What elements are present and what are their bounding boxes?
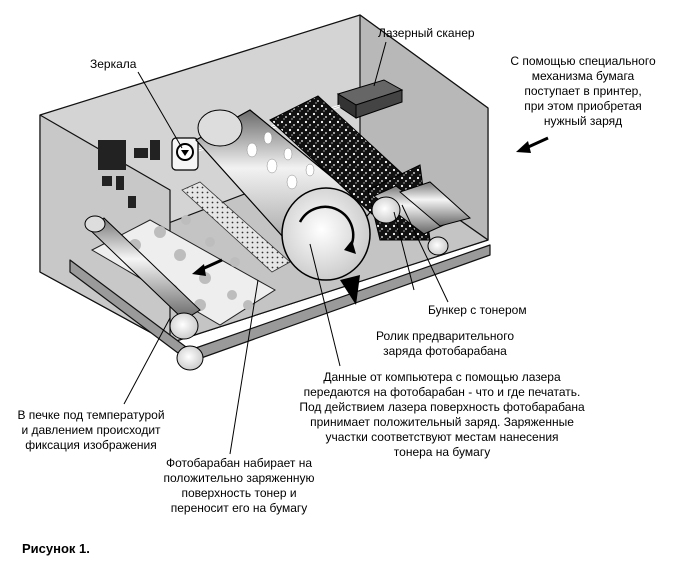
mirror xyxy=(171,137,199,171)
transfer-strip xyxy=(181,181,291,273)
figure-caption: Рисунок 1. xyxy=(22,541,90,556)
paper-feed-arrow xyxy=(516,136,549,153)
label-precharge-roller: Ролик предварительного заряда фотобараба… xyxy=(375,329,515,358)
label-drum-transfer: Фотобарабан набирает на положительно зар… xyxy=(163,456,315,515)
label-laser-data: Данные от компьютера с помощью лазера пе… xyxy=(299,370,585,459)
rotation-arrow xyxy=(298,205,355,249)
photo-drum xyxy=(195,109,373,281)
label-laser-scanner: Лазерный сканер xyxy=(378,26,475,40)
leader-lines xyxy=(123,41,449,455)
drum-bracket xyxy=(340,275,360,305)
label-fuser: В печке под температурой и давлением про… xyxy=(17,408,165,452)
precharge-roller xyxy=(371,181,472,256)
paper-direction-arrow xyxy=(192,258,223,276)
laser-scanner xyxy=(336,79,404,119)
label-toner-hopper: Бункер с тонером xyxy=(428,303,527,317)
label-mirrors: Зеркала xyxy=(90,57,137,71)
circuit-board xyxy=(98,140,160,208)
label-paper-feed: С помощью специального механизма бумага … xyxy=(510,54,656,128)
fuser-roller xyxy=(84,215,204,371)
drum-end-face xyxy=(281,187,371,281)
